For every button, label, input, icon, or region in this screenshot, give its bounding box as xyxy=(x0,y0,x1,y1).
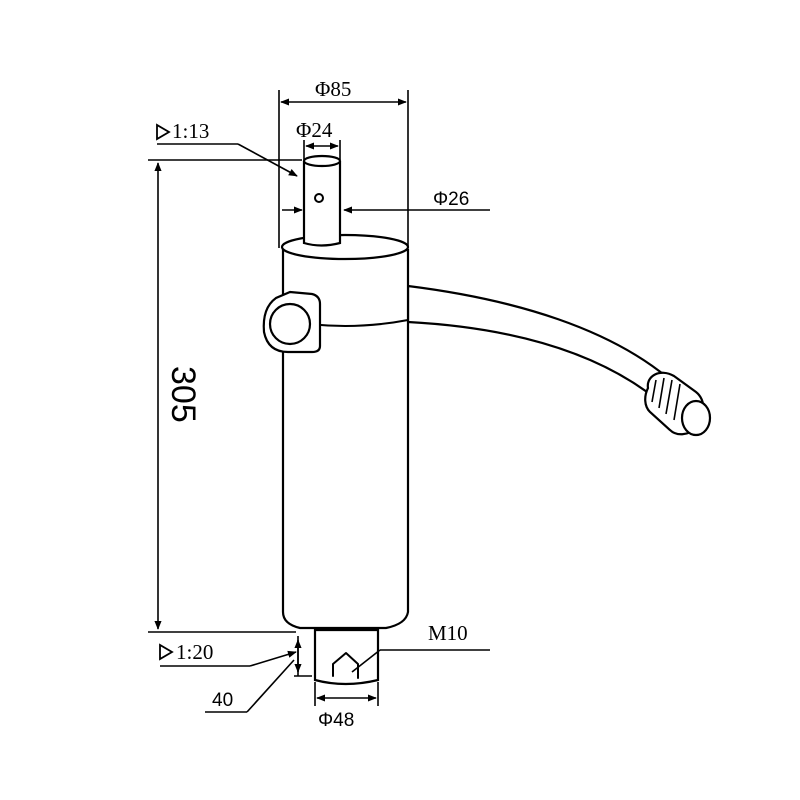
height-label: 305 xyxy=(164,366,202,423)
taper-bottom-label: 1:20 xyxy=(176,640,213,664)
base-length-label: 40 xyxy=(212,690,233,711)
stem-bore-label: Φ26 xyxy=(433,189,469,210)
stem-diameter-label: Φ24 xyxy=(296,118,333,142)
taper-bottom-callout: 1:20 xyxy=(159,640,297,667)
taper-top-label: 1:13 xyxy=(172,119,209,143)
bottom-base xyxy=(313,628,380,686)
dimension-outer-diameter: Φ85 xyxy=(278,77,409,248)
dimension-base-diameter: Φ48 xyxy=(314,682,379,731)
thread-label: M10 xyxy=(428,621,468,645)
aerator-tip xyxy=(644,371,712,437)
outer-diameter-label: Φ85 xyxy=(315,77,351,101)
dimension-stem-diameter: Φ24 xyxy=(296,118,341,160)
base-diameter-label: Φ48 xyxy=(318,710,354,731)
dimension-base-length: 40 xyxy=(205,636,312,713)
dimension-stem-bore: Φ26 xyxy=(282,189,490,214)
dimension-height: 305 xyxy=(148,159,302,633)
spout xyxy=(406,284,670,400)
side-knob xyxy=(262,290,322,354)
top-stem xyxy=(302,154,342,247)
taper-top-callout: 1:13 xyxy=(156,119,298,177)
thread-callout: M10 xyxy=(351,621,490,673)
